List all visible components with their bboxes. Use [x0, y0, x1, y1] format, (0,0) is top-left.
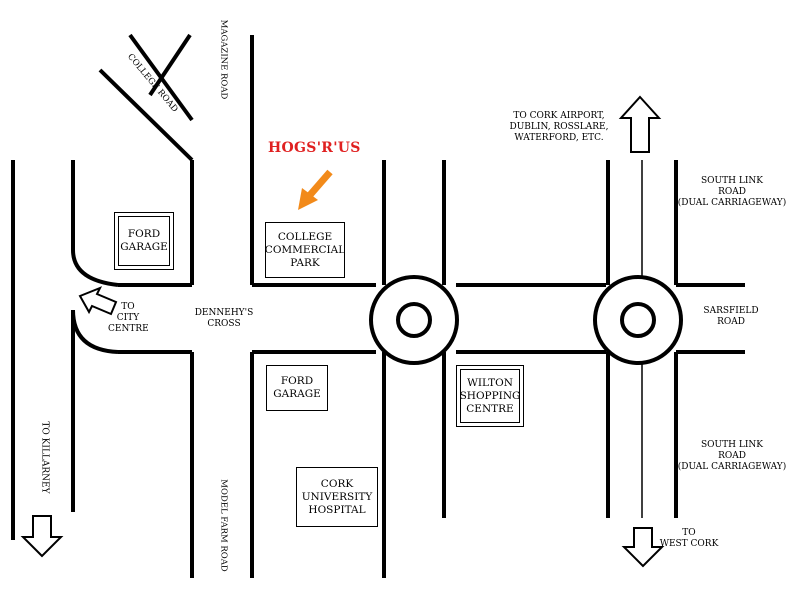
- city-centre-line-1: TO: [121, 302, 135, 312]
- arrow-city-centre-icon: [78, 286, 118, 316]
- west-cork-line-2: WEST CORK: [659, 539, 719, 549]
- dennehys-cross-line-2: CROSS: [207, 319, 241, 329]
- wilton-line-2: SHOPPING: [459, 389, 521, 402]
- arrow-down-killarney-icon: [20, 515, 64, 558]
- cork-university-hospital-box: CORK UNIVERSITY HOSPITAL: [296, 467, 378, 527]
- left-road-curve-lower: [71, 309, 119, 354]
- south-link-top-line-2: ROAD: [718, 187, 746, 197]
- sarsfield-road-line-2: ROAD: [717, 317, 745, 327]
- city-centre-line-3: CENTRE: [108, 324, 149, 334]
- cuh-line-1: CORK: [320, 477, 354, 490]
- cork-airport-line-2: DUBLIN, ROSSLARE,: [509, 122, 609, 132]
- dennehys-cross-line-1: DENNEHY'S: [194, 308, 254, 318]
- college-commercial-park-box: COLLEGE COMMERCIAL PARK: [265, 222, 345, 278]
- ford-garage-top-line-2: GARAGE: [120, 241, 168, 253]
- roundabout-2-inner: [620, 302, 656, 338]
- college-commercial-park-line-2: COMMERCIAL: [264, 243, 346, 256]
- west-cork-line-1: TO: [682, 528, 696, 538]
- south-link-bottom-line-2: ROAD: [718, 451, 746, 461]
- college-road-edge-lower-b: [98, 68, 194, 162]
- south-link-bottom-line-3: (DUAL CARRIAGEWAY): [677, 462, 787, 472]
- roundabout-1-inner: [396, 302, 432, 338]
- ford-garage-bottom-line-2: GARAGE: [273, 388, 321, 400]
- sarsfield-road-label: SARSFIELD ROAD: [698, 306, 764, 328]
- wilton-shopping-centre-box: WILTON SHOPPING CENTRE: [456, 365, 524, 427]
- sarsfield-road-line-1: SARSFIELD: [703, 306, 759, 316]
- ford-garage-bottom-box: FORD GARAGE: [266, 365, 328, 411]
- dennehys-cross-label: DENNEHY'S CROSS: [192, 308, 256, 330]
- south-link-bottom-line-1: SOUTH LINK: [701, 440, 763, 450]
- south-link-top-line-3: (DUAL CARRIAGEWAY): [677, 198, 787, 208]
- brand-title: HOGS'R'US: [268, 140, 361, 156]
- south-link-road-bottom-label: SOUTH LINK ROAD (DUAL CARRIAGEWAY): [677, 440, 787, 473]
- arrow-up-cork-airport-icon: [618, 95, 662, 153]
- college-road-edge-upper: [148, 33, 192, 97]
- cork-airport-line-3: WATERFORD, ETC.: [514, 133, 604, 143]
- model-farm-road-label: MODEL FARM ROAD: [218, 479, 229, 572]
- ford-garage-top-box: FORD GARAGE: [114, 212, 174, 270]
- wilton-line-3: CENTRE: [466, 402, 514, 415]
- location-marker-icon: [298, 169, 333, 210]
- south-link-road-top-label: SOUTH LINK ROAD (DUAL CARRIAGEWAY): [677, 176, 787, 209]
- ford-garage-bottom-line-1: FORD: [280, 375, 314, 387]
- city-centre-line-2: CITY: [116, 313, 140, 323]
- roundabout-2-outer: [593, 275, 683, 365]
- city-centre-label: TO CITY CENTRE: [108, 302, 149, 335]
- cuh-line-2: UNIVERSITY: [301, 490, 373, 503]
- college-commercial-park-line-1: COLLEGE: [277, 230, 333, 243]
- college-road-edge-lower-a: [128, 33, 194, 122]
- arrow-down-west-cork-icon: [621, 527, 665, 568]
- magazine-road-label: MAGAZINE ROAD: [218, 19, 229, 100]
- west-cork-label: TO WEST CORK: [656, 528, 722, 550]
- ford-garage-top-line-1: FORD: [127, 228, 161, 240]
- wilton-line-1: WILTON: [467, 376, 513, 389]
- left-road-curve-upper: [71, 249, 119, 287]
- cork-airport-line-1: TO CORK AIRPORT,: [513, 111, 605, 121]
- roundabout-1-outer: [369, 275, 459, 365]
- college-commercial-park-line-3: PARK: [290, 256, 320, 269]
- cork-airport-label: TO CORK AIRPORT, DUBLIN, ROSSLARE, WATER…: [506, 111, 612, 144]
- killarney-direction-label: TO KILLARNEY: [39, 421, 50, 494]
- cuh-line-3: HOSPITAL: [308, 503, 366, 516]
- south-link-top-line-1: SOUTH LINK: [701, 176, 763, 186]
